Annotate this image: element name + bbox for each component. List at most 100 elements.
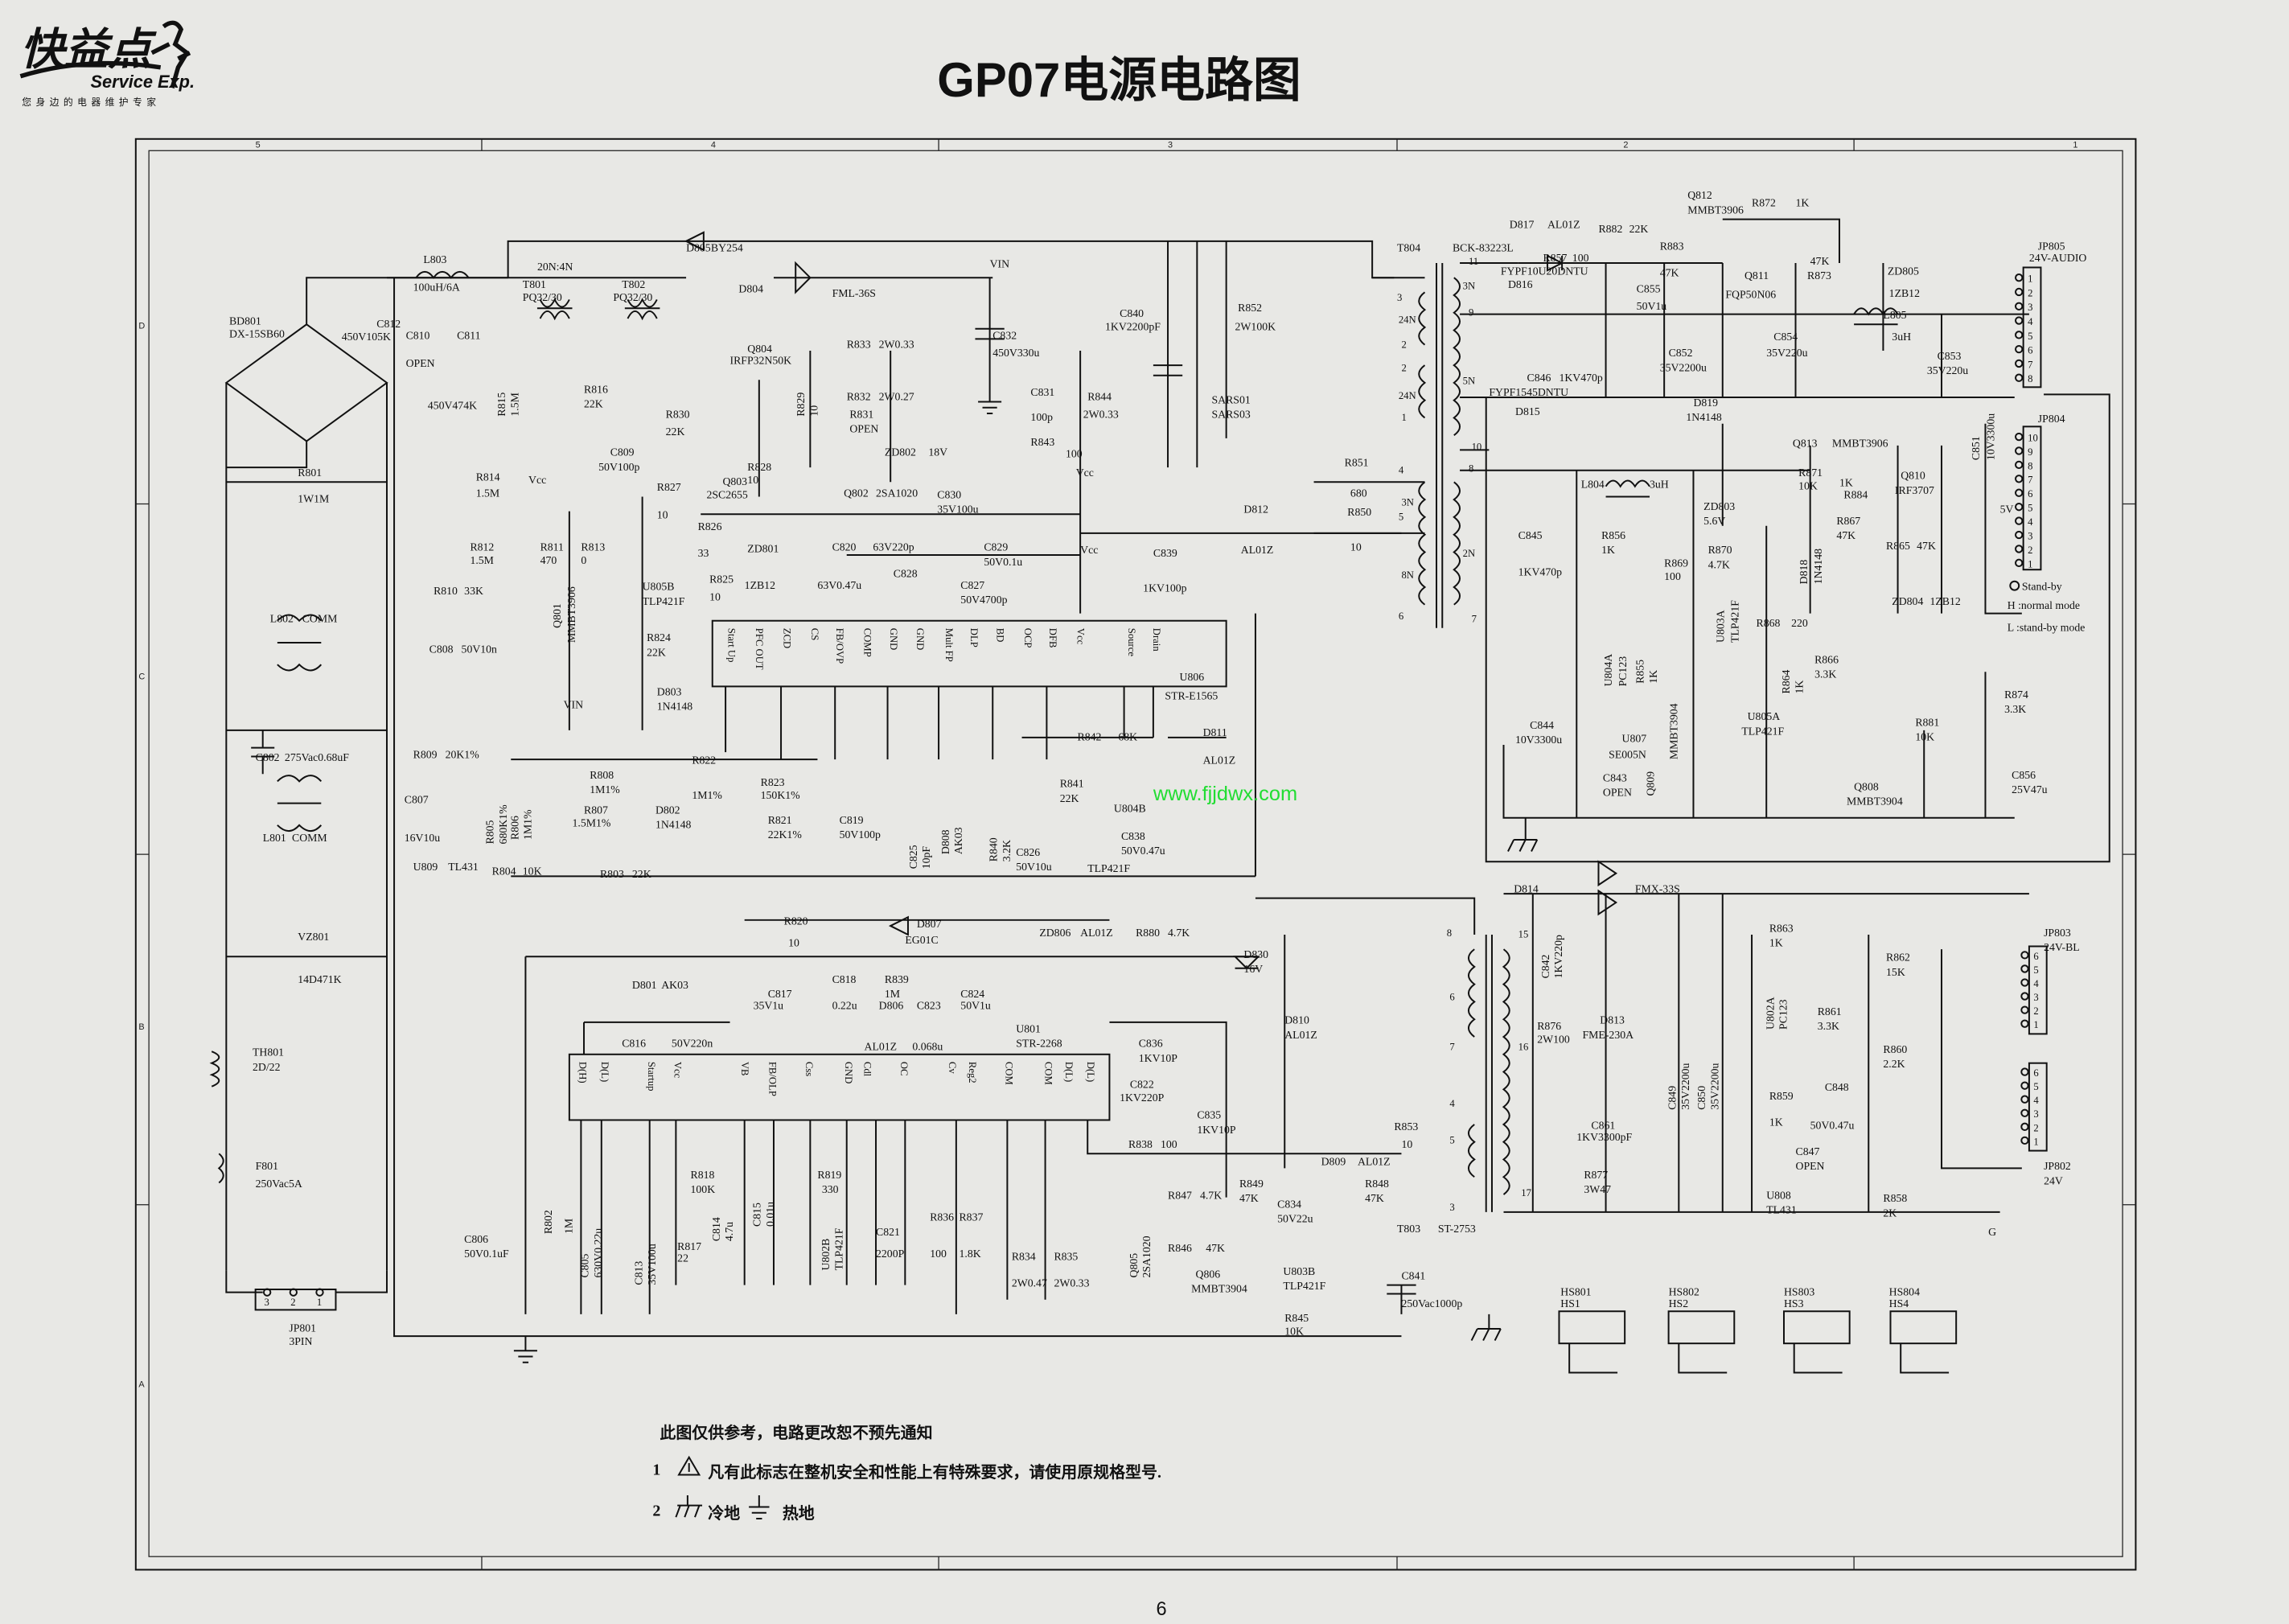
component-ref: C861: [1591, 1119, 1615, 1131]
connector-pin[interactable]: [2020, 1081, 2029, 1090]
component-ref: D807: [917, 918, 942, 930]
component-ref: T803: [1397, 1223, 1420, 1235]
connector-pin[interactable]: [2015, 373, 2024, 382]
component-ref: R868: [1757, 617, 1781, 629]
component-ref: C842: [1539, 954, 1551, 978]
component-ref: C836: [1139, 1038, 1163, 1050]
component-value: MMBT3904: [1191, 1283, 1247, 1295]
component-value: 450V105K: [342, 331, 391, 343]
connector-pin[interactable]: [2020, 1122, 2029, 1131]
component-ref: R849: [1239, 1178, 1264, 1190]
connector-pin[interactable]: [2015, 273, 2024, 282]
component-value: 450V330u: [992, 347, 1039, 359]
component-ref: SARS01: [1211, 393, 1250, 405]
connector-pin[interactable]: [2020, 1136, 2029, 1145]
component-ref: R815: [495, 393, 508, 417]
component-value: MMBT3904: [1667, 703, 1679, 759]
component-ref: C853: [1938, 350, 1962, 362]
t804-winding-label: 3: [1397, 292, 1402, 303]
connector-pin[interactable]: [2015, 302, 2024, 310]
component-value: 47K: [1836, 529, 1855, 541]
t804-winding-label: 2N: [1463, 548, 1476, 559]
component-ref: C827: [960, 579, 984, 591]
t804-winding-label: 24N: [1399, 314, 1416, 325]
connector-pin[interactable]: [2015, 287, 2024, 297]
component-value: HS3: [1784, 1297, 1804, 1309]
component-value: 10: [1350, 541, 1362, 553]
connector-pin[interactable]: [289, 1288, 298, 1297]
component-ref: R824: [647, 631, 671, 643]
connector-pin[interactable]: [2015, 446, 2024, 455]
net-label: VIN: [990, 257, 1010, 269]
component-ref: Q812: [1687, 189, 1712, 201]
component-ref: C855: [1637, 282, 1661, 294]
u806-pin-label: Start Up: [726, 628, 738, 663]
connector-pin[interactable]: [2020, 964, 2029, 973]
connector-pin[interactable]: [2015, 516, 2024, 525]
component-value: 10: [808, 405, 820, 417]
standby-input[interactable]: Stand-by H :normal mode L :stand-by mode: [2007, 581, 2086, 634]
connector-pin[interactable]: [2015, 460, 2024, 470]
connector-pin[interactable]: [2015, 432, 2024, 442]
net-label: 20N:4N: [537, 261, 573, 273]
net-label: Vcc: [528, 474, 546, 486]
t804-winding-label: 2: [1401, 362, 1406, 373]
connector-pin-number: 9: [2028, 446, 2032, 458]
component-ref: R867: [1836, 515, 1860, 527]
component-value: 5.6V: [1703, 515, 1725, 527]
connector-pin[interactable]: [2020, 978, 2029, 987]
component-value: 330: [822, 1183, 839, 1195]
component-ref: R830: [666, 408, 690, 420]
component-value: 2SC2655: [706, 488, 747, 500]
connector-pin[interactable]: [2020, 1108, 2029, 1117]
component-ref: C834: [1277, 1198, 1301, 1210]
connector-pin[interactable]: [2015, 344, 2024, 354]
connector-pin[interactable]: [2020, 1095, 2029, 1104]
component-ref: Q809: [1644, 771, 1656, 796]
component-ref: C822: [1130, 1079, 1154, 1091]
connector-pin[interactable]: [2015, 331, 2024, 339]
component-ref: R869: [1664, 557, 1688, 569]
connector-pin[interactable]: [2015, 316, 2024, 325]
connector-pin[interactable]: [2015, 359, 2024, 368]
component-ref: C841: [1401, 1269, 1425, 1281]
component-ref: C818: [832, 973, 857, 985]
component-ref: D803: [657, 685, 682, 697]
component-value: TL431: [1766, 1204, 1797, 1216]
component-ref: R801: [298, 467, 322, 479]
connector-pin[interactable]: [2020, 1067, 2029, 1076]
connector-pin[interactable]: [2015, 475, 2024, 483]
component-value: 35V2200u: [1708, 1063, 1720, 1109]
standby-terminal[interactable]: [2009, 580, 2020, 591]
connector-pin[interactable]: [315, 1288, 324, 1297]
component-value: 2W100: [1537, 1033, 1570, 1045]
connector-pin[interactable]: [2015, 558, 2024, 568]
component-ref: R822: [692, 754, 716, 767]
connector-pin[interactable]: [2020, 992, 2029, 1001]
component-value: 63V0.47u: [817, 579, 861, 591]
component-value: 220: [1791, 617, 1808, 629]
connector-pin-number: 5: [2033, 1081, 2038, 1092]
component-ref: R813: [581, 541, 605, 553]
connector-pin-number: 4: [2033, 1095, 2039, 1106]
component-value: 22K1%: [768, 828, 803, 841]
connector-pin[interactable]: [2015, 545, 2024, 553]
connector-pin[interactable]: [2015, 488, 2024, 497]
logo-chinese: 快益点: [20, 25, 157, 74]
t804-winding-label: 24N: [1399, 390, 1416, 401]
connector-pin[interactable]: [2015, 502, 2024, 512]
component-value: MMBT3906: [565, 586, 577, 643]
connector-pin[interactable]: [2020, 1005, 2029, 1014]
connector-pin[interactable]: [262, 1288, 272, 1297]
connector-pin[interactable]: [2020, 951, 2029, 960]
connector-pin-number: 5: [2028, 503, 2032, 514]
connector-pin[interactable]: [2015, 530, 2024, 540]
component-value: IRF3707: [1895, 484, 1934, 496]
connector-pin[interactable]: [2020, 1019, 2029, 1028]
component-value: 2W0.27: [879, 391, 914, 403]
